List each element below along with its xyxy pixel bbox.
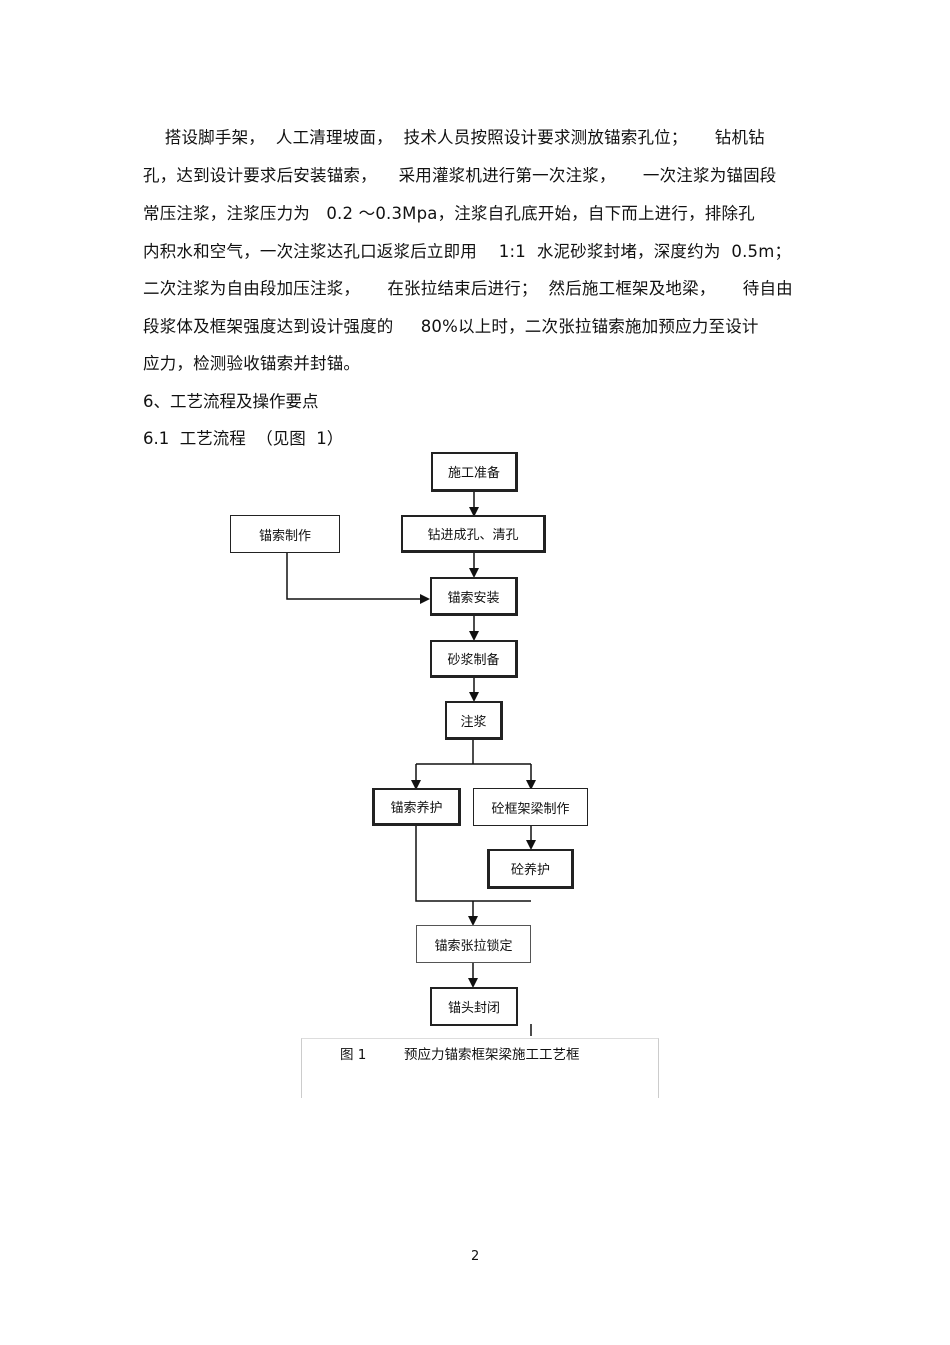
page-number: 2 (471, 1249, 480, 1264)
subsection-heading: 6.1 工艺流程 （见图 1） (143, 429, 344, 448)
flow-node-label: 锚索张拉锁定 (434, 938, 513, 954)
flow-node-anchor-make: 锚索制作 (230, 515, 340, 553)
flow-node-label: 锚索养护 (390, 801, 443, 816)
flow-node-mortar: 砂浆制备 (430, 640, 518, 678)
figure-caption: 预应力锚索框架梁施工工艺框 (404, 1047, 580, 1063)
section-heading: 6、工艺流程及操作要点 (143, 392, 319, 411)
flow-node-label: 钻进成孔、清孔 (427, 528, 519, 543)
flow-node-install: 锚索安装 (430, 577, 518, 616)
flow-node-label: 砼养护 (510, 863, 550, 878)
caption-frame (301, 1038, 659, 1098)
flow-node-label: 施工准备 (447, 466, 500, 481)
flow-node-tension: 锚索张拉锁定 (416, 925, 531, 963)
flow-node-label: 砂浆制备 (447, 653, 500, 668)
paragraph-line: 常压注浆，注浆压力为 0.2 ～0.3Mpa，注浆自孔底开始，自下而上进行，排除… (143, 204, 755, 223)
flow-node-anchor-cure: 锚索养护 (372, 788, 461, 826)
figure-label: 图 1 (340, 1047, 367, 1063)
paragraph-line: 内积水和空气，一次注浆达孔口返浆后立即用 1:1 水泥砂浆封堵，深度约为 0.5… (143, 242, 792, 261)
flow-node-concrete-cure: 砼养护 (487, 849, 574, 889)
flow-node-label: 注浆 (460, 714, 487, 730)
flow-node-label: 锚头封闭 (447, 1001, 500, 1016)
flow-node-label: 锚索安装 (447, 590, 500, 606)
paragraph-line: 二次注浆为自由段加压注浆， 在张拉结束后进行； 然后施工框架及地梁， 待自由 (143, 279, 793, 298)
flow-node-label: 砼框架梁制作 (491, 801, 570, 817)
flow-node-label: 锚索制作 (258, 528, 311, 544)
flow-node-frame-make: 砼框架梁制作 (473, 788, 588, 826)
flow-node-prep: 施工准备 (431, 452, 518, 492)
paragraph-line: 应力，检测验收锚索并封锚。 (143, 354, 361, 373)
paragraph-line: 段浆体及框架强度达到设计强度的 80%以上时，二次张拉锚索施加预应力至设计 (143, 317, 759, 336)
flow-node-drill: 钻进成孔、清孔 (401, 515, 546, 553)
paragraph-line: 孔，达到设计要求后安装锚索， 采用灌浆机进行第一次注浆， 一次注浆为锚固段 (143, 166, 777, 185)
flow-node-grout: 注浆 (445, 701, 503, 740)
flow-node-seal: 锚头封闭 (430, 987, 518, 1026)
paragraph-line: 搭设脚手架， 人工清理坡面， 技术人员按照设计要求测放锚索孔位； 钻机钻 (143, 128, 765, 147)
